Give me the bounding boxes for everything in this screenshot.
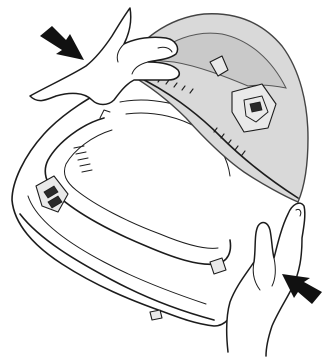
helmet-chin-outline (20, 214, 214, 320)
bottom-rivet (150, 310, 162, 320)
visor-pivot-slot (250, 102, 262, 112)
arrow-right-down-icon (40, 26, 84, 60)
top-hook (100, 110, 110, 118)
helmet-side-details (36, 110, 226, 320)
eyeport-rim (45, 118, 230, 264)
helmet-chin-ridge (28, 196, 206, 304)
arrow-top-group (40, 26, 84, 60)
eyeport-inner-line (64, 130, 218, 248)
